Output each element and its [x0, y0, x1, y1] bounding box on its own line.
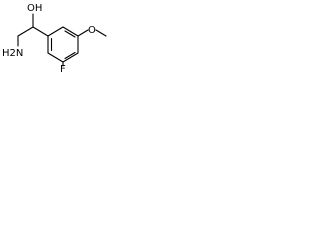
ring-double-bond-3	[64, 30, 76, 38]
ring-double-bond-2	[64, 51, 76, 60]
ring-bond-3	[62, 52, 79, 63]
bond-c1-c2	[17, 26, 34, 37]
ring-bond-5	[62, 26, 79, 37]
bond-ether-o-methyl	[95, 29, 107, 37]
ring-bond-2	[47, 52, 64, 63]
fluorine-label: F	[60, 64, 66, 72]
bond-c1-ring	[32, 26, 49, 37]
ether-oxygen-label: O	[88, 25, 96, 36]
atom-labels: OH H2N O F	[2, 3, 96, 72]
bond-lines	[17, 13, 107, 67]
chemical-structure: OH H2N O F	[2, 3, 107, 72]
ring-bond-6	[47, 26, 64, 37]
amine-label: H2N	[2, 48, 23, 59]
bond-ring-ether-o	[77, 29, 89, 37]
hydroxyl-label: OH	[27, 3, 42, 14]
